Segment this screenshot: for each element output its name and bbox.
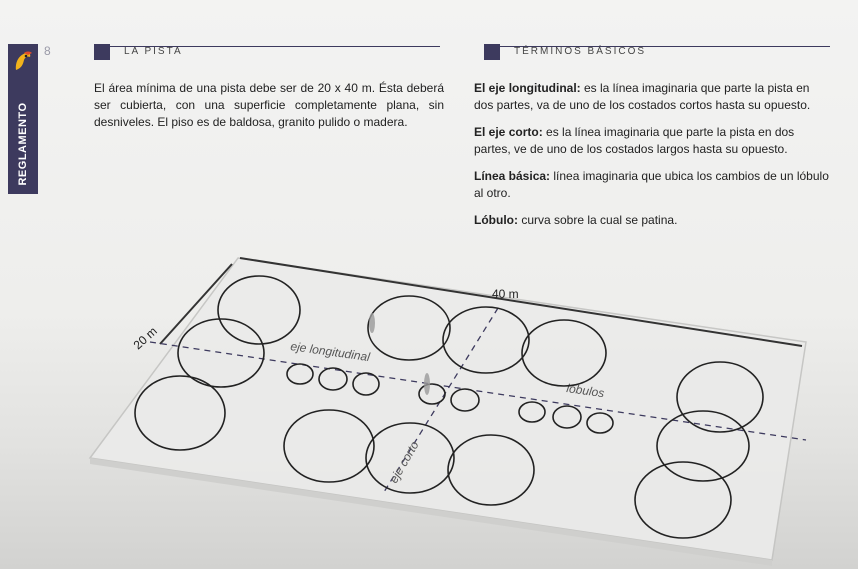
large-lobe-circle [283,409,375,483]
small-lobe-circle [286,363,314,385]
term-label: El eje longitudinal: [474,81,581,95]
header-marker [94,44,110,60]
term-label: El eje corto: [474,125,543,139]
sidebar-tab: REGLAMENTO [8,44,38,194]
large-lobe-circle [656,410,750,482]
section-header-la-pista: LA PISTA [94,44,440,60]
section-title: TÉRMINOS BÁSICOS [514,46,647,57]
term-label: Lóbulo: [474,213,518,227]
bird-mascot-logo-icon [15,51,32,70]
term-definition: es la línea imaginaria que parte la pist… [474,125,795,156]
small-lobe-circle [418,383,446,405]
term-definition: es la línea imaginaria que parte la pist… [474,81,811,112]
small-lobe-circle [552,405,582,429]
depth-dimension-line [159,263,233,345]
terminos-basicos-text: El eje longitudinal: es la línea imagina… [474,80,830,239]
width-dimension-line [239,257,803,347]
large-lobe-circle [365,422,455,494]
small-lobe-circle [352,372,380,396]
term-linea-basica: Línea básica: línea imaginaria que ubica… [474,168,830,202]
small-lobe-circle [318,367,348,391]
header-marker [484,44,500,60]
term-lobulo: Lóbulo: curva sobre la cual se patina. [474,212,830,229]
large-lobe-circle [134,375,226,451]
header-rule [500,46,830,47]
header-rule [110,46,440,47]
term-definition: línea imaginaria que ubica los cambios d… [474,169,829,200]
large-lobe-circle [676,361,764,433]
small-lobe-circle [518,401,546,423]
large-lobe-circle [367,295,451,361]
small-lobe-circle [450,388,480,412]
term-definition: curva sobre la cual se patina. [517,213,678,227]
skater-figure-icon [369,313,375,333]
rink-floor-edge [90,458,772,566]
large-lobe-circle [442,306,530,374]
term-eje-corto: El eje corto: es la línea imaginaria que… [474,124,830,158]
depth-label: 20 m [131,324,160,352]
large-lobe-circle [447,434,535,506]
section-title: LA PISTA [124,46,183,57]
short-axis [383,307,499,493]
large-lobe-circle [634,461,732,539]
la-pista-paragraph: El área mínima de una pista debe ser de … [94,81,444,129]
large-lobe-circle [217,275,301,345]
skater-figure-icon [424,373,430,395]
term-eje-longitudinal: El eje longitudinal: es la línea imagina… [474,80,830,114]
longitudinal-axis [149,341,807,441]
width-label: 40 m [492,287,519,301]
large-lobe-circle [521,319,607,387]
page-number: 8 [44,44,51,58]
section-header-terminos-basicos: TÉRMINOS BÁSICOS [484,44,830,60]
la-pista-text: El área mínima de una pista debe ser de … [94,80,444,141]
lobes-label: lóbulos [566,381,606,400]
large-lobe-circle [177,318,265,388]
small-lobe-circle [586,412,614,434]
term-label: Línea básica: [474,169,551,183]
